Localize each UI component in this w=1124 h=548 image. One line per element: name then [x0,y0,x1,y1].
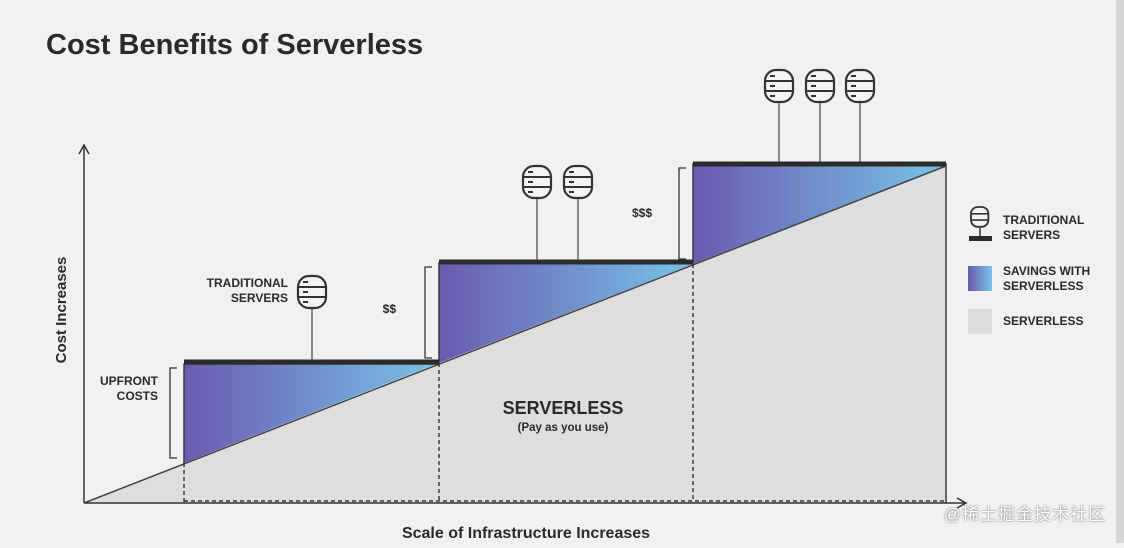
y-axis-arrow [78,143,90,155]
server-icon [763,68,795,104]
serverless-cost-line [83,165,947,504]
cost-3-label: $$$ [632,206,652,220]
serverless-center-label: SERVERLESS [503,398,624,418]
upfront-label-line1: UPFRONT [100,374,159,388]
cost-3-bracket [678,167,686,260]
x-axis-arrow [956,497,968,509]
legend-savings-line1: SAVINGS WITH [1003,264,1090,278]
x-axis-label: Scale of Infrastructure Increases [402,525,650,542]
server-icon [804,68,836,104]
upfront-label-line2: COSTS [117,389,158,403]
savings-area-3 [693,164,946,264]
cost-2-label: $$ [383,302,397,316]
source-credit: @稀土掘金技术社区 [943,505,1106,524]
step-dividers [183,264,946,503]
legend-item-traditional: TRADITIONAL SERVERS [969,206,1084,242]
gray-swatch-icon [968,309,992,334]
legend-traditional-line2: SERVERS [1003,228,1060,242]
traditional-servers-label-line2: SERVERS [231,291,288,305]
legend-item-savings: SAVINGS WITH SERVERLESS [968,264,1090,293]
savings-area-1 [184,363,439,463]
legend-item-serverless: SERVERLESS [968,309,1083,334]
savings-area-2 [439,263,693,363]
legend-traditional-line1: TRADITIONAL [1003,213,1084,227]
gradient-swatch-icon [968,266,992,291]
server-icon [521,164,553,200]
upfront-bracket [169,367,177,459]
legend-serverless-line1: SERVERLESS [1003,314,1083,328]
serverless-center-sublabel: (Pay as you use) [518,422,609,434]
traditional-servers-label-line1: TRADITIONAL [207,276,288,290]
server-icon [844,68,876,104]
legend-savings-line2: SERVERLESS [1003,279,1083,293]
cost-2-bracket [424,266,432,359]
y-axis-label: Cost Increases [53,257,70,364]
page-title: Cost Benefits of Serverless [46,29,423,61]
server-icon [562,164,594,200]
legend: TRADITIONAL SERVERS SAVINGS WITH SERVERL… [968,206,1090,334]
server-icon [296,274,328,310]
right-edge-strip [1116,0,1124,543]
